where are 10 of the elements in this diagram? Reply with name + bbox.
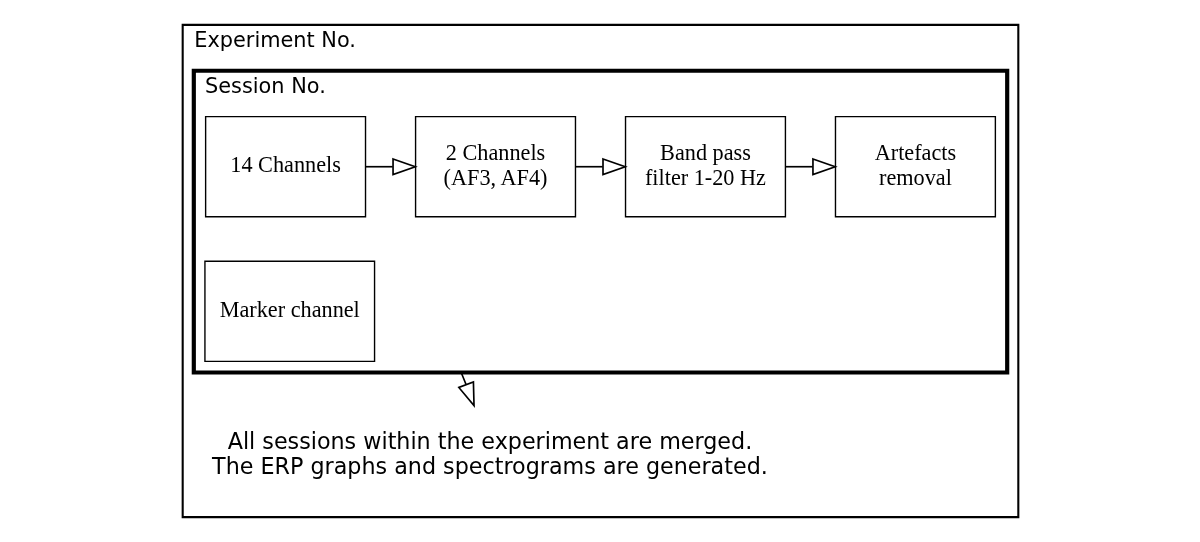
node-text: All sessions within the experiment are merged. The ERP graphs and spectrograms are generated. xyxy=(211,427,768,479)
node-box: 2 Channels (AF3, AF4) xyxy=(414,115,576,218)
node-box: 14 Channels xyxy=(204,115,366,218)
arrow xyxy=(784,157,838,176)
node-box: Band pass filter 1-20 Hz xyxy=(624,115,786,218)
node-box: Artefacts removal xyxy=(834,115,996,218)
node-box: Marker channel xyxy=(203,260,375,363)
arrow xyxy=(456,371,475,408)
arrow xyxy=(574,157,628,176)
arrow xyxy=(364,157,418,176)
